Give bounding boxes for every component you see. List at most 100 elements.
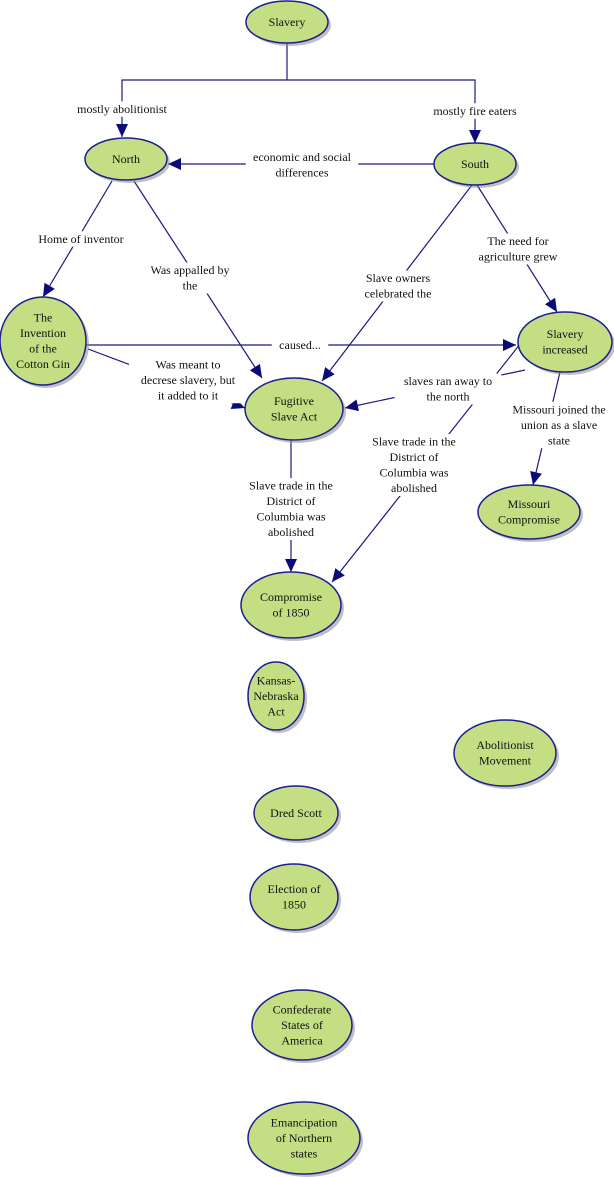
node-label: Slave Act [271,410,318,424]
edge-label-text: Slave trade in the [249,479,333,493]
edge-label-background [470,233,566,265]
edge-label[interactable]: caused... [271,337,329,353]
node-slavery-increased[interactable]: Slavery increased [517,311,614,375]
edge-label-text: economic and social [253,150,352,164]
node-ellipse[interactable] [453,719,557,787]
edge-slavery-to-north[interactable] [116,43,288,137]
edge-slavery-to-south[interactable] [287,79,481,143]
node-label: Abolitionist [476,738,534,752]
node-label: Dred Scott [270,806,322,820]
edge-label-text: Slave trade in the [372,435,456,449]
edge-label-background [394,373,502,405]
edge-label[interactable]: economic and social differences [245,149,359,181]
node-label: Slavery [269,15,306,29]
node-ellipse[interactable] [244,377,344,441]
node-label: of Northern [276,1131,332,1145]
arrowhead-icon [332,568,345,582]
connector-line[interactable] [121,43,288,137]
node-label: Act [267,704,285,718]
node-label: North [112,152,140,166]
edge-label-text: Was appalled by [150,263,229,277]
edge-label-background [421,103,529,119]
arrowhead-icon [43,282,55,297]
arrowhead-icon [285,559,297,572]
edge-label[interactable]: Home of inventor [33,231,129,247]
node-ellipse[interactable] [0,296,87,386]
edge-label-text: agriculture grew [479,250,558,264]
node-ellipse[interactable] [240,571,342,639]
node-label: of the [29,342,57,356]
node-label: The [34,311,53,325]
arrowhead-icon [168,158,181,170]
node-label: Cotton Gin [16,357,70,371]
node-ellipse[interactable] [433,142,517,186]
edge-label-text: Was meant to [155,357,220,371]
node-label: Fugitive [274,394,314,408]
edge-label-text: caused... [279,338,321,352]
node-label: of 1850 [273,606,310,620]
node-label: Nebraska [253,689,299,703]
edge-labels-layer: mostly abolitionist mostly fire eaters eco… [33,101,614,540]
edge-label[interactable]: mostly abolitionist [65,101,179,117]
node-ellipse[interactable] [477,484,581,540]
arrowhead-icon [469,130,481,143]
node-ellipse[interactable] [245,0,329,44]
node-north[interactable]: North [84,137,170,183]
arrowhead-icon [503,339,516,351]
edge-label-text: differences [275,166,328,180]
node-ellipse[interactable] [253,785,339,841]
node-ellipse[interactable] [517,311,613,373]
edge-label-background [237,478,345,540]
edge-label-text: Columbia was [380,466,449,480]
node-label: Slavery [547,327,584,341]
node-ellipse[interactable] [247,661,305,731]
node-ellipse[interactable] [84,137,168,181]
node-label: Compromise [498,513,560,527]
node-label: increased [542,343,587,357]
connector-line[interactable] [287,79,476,143]
edge-label-text: mostly fire eaters [433,104,517,118]
arrowhead-icon [249,363,262,378]
edge-label[interactable]: mostly fire eaters [421,103,529,119]
node-label: Confederate [273,1002,332,1016]
arrowhead-icon [544,297,557,312]
edge-label-text: abolished [268,525,314,539]
node-ellipse[interactable] [249,863,339,931]
node-slavery[interactable]: Slavery [245,0,331,46]
node-south[interactable]: South [433,142,519,188]
edge-label-text: District of [267,494,316,508]
node-label: 1850 [282,898,306,912]
edge-label-text: slaves ran away to [404,374,492,388]
node-ellipse[interactable] [247,1101,361,1175]
arrowhead-icon [322,367,335,381]
edge-label-text: Slave owners [366,271,431,285]
node-dred-scott[interactable]: Dred Scott [253,785,341,843]
edge-label-text: Columbia was [257,510,326,524]
node-label: Movement [479,754,532,768]
node-label: States of [281,1018,323,1032]
node-ellipse[interactable] [251,989,353,1061]
node-label: South [461,157,489,171]
edge-label-text: Missouri joined the [512,402,605,416]
edge-label-text: state [548,433,570,447]
arrowhead-icon [530,470,542,485]
